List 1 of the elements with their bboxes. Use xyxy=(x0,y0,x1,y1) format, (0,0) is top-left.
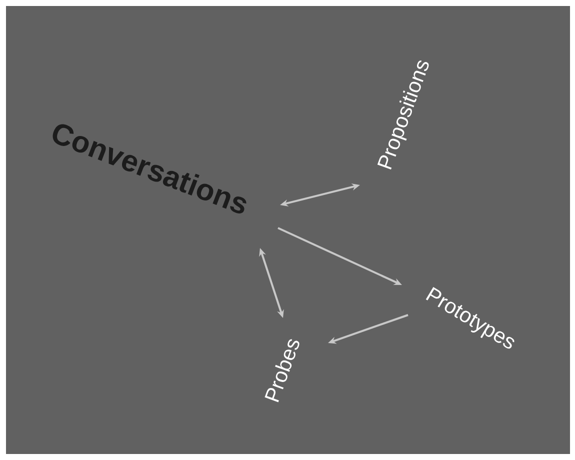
node-label: Probes xyxy=(264,339,300,402)
